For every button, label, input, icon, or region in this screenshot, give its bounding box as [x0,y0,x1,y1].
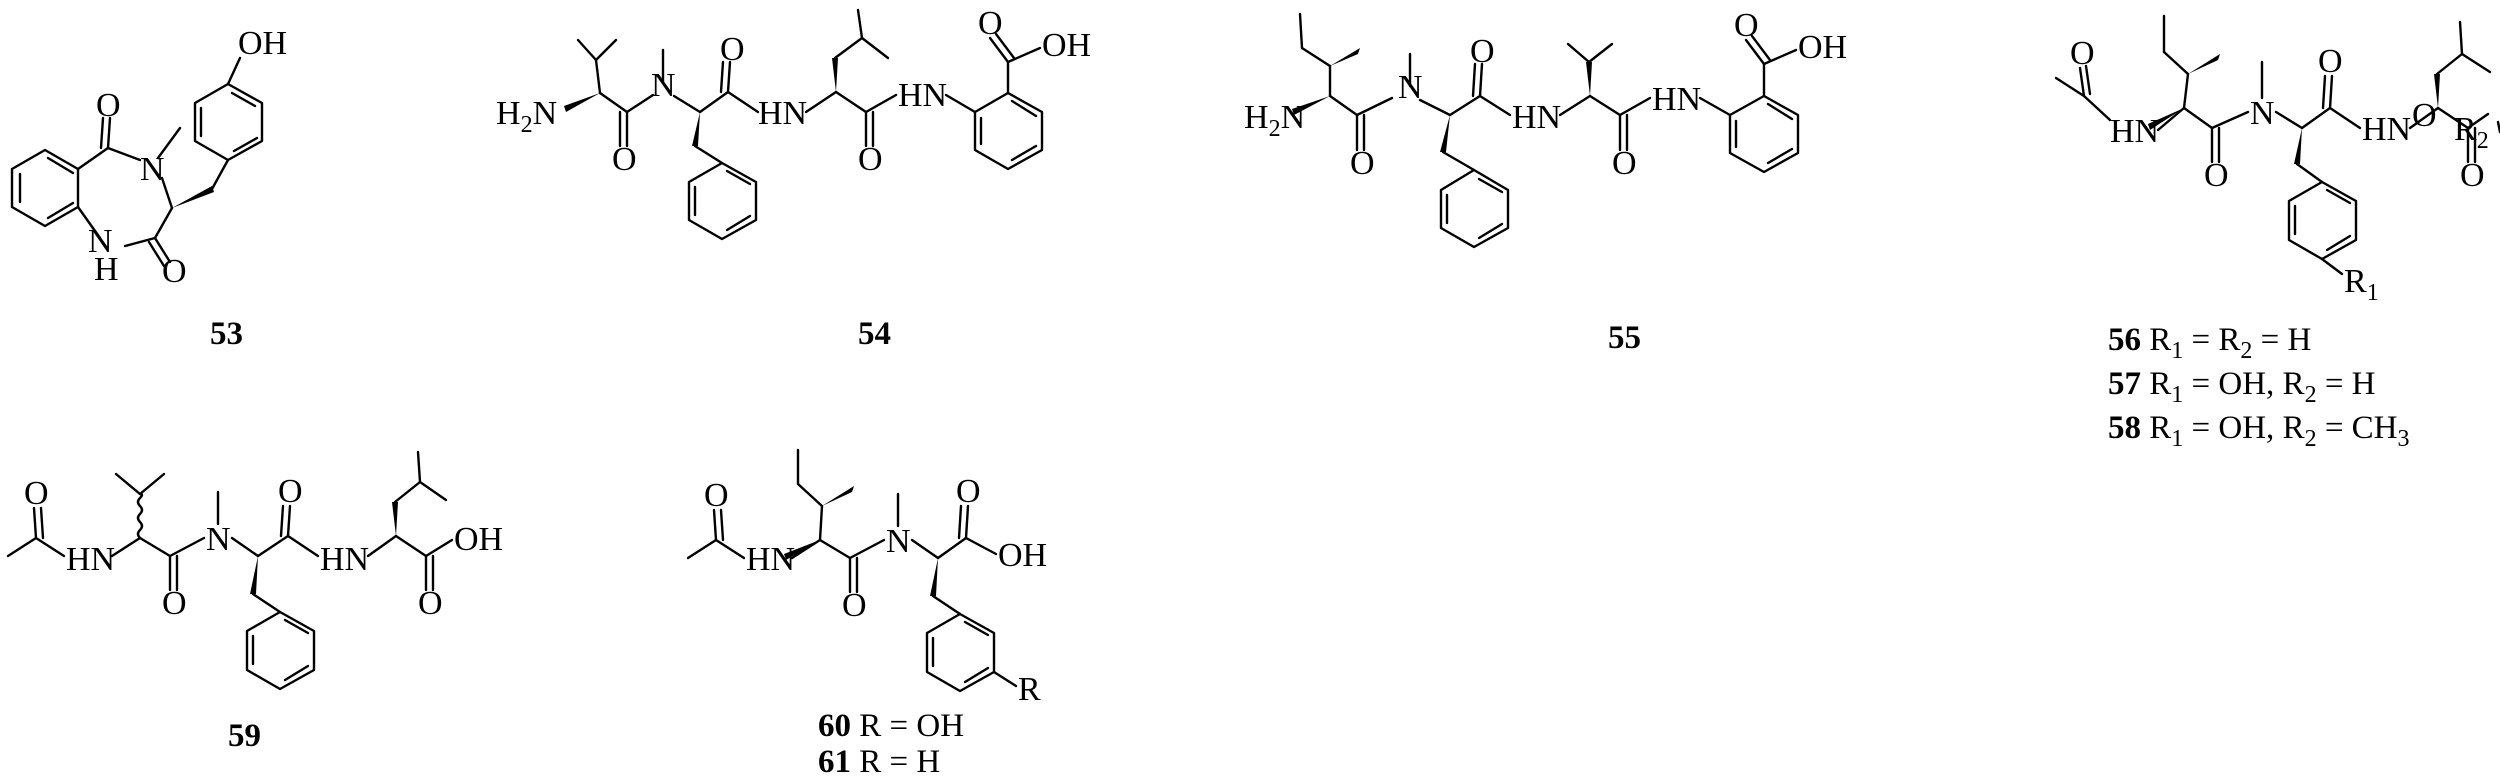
atom-label-o: O [2460,157,2485,194]
atom-label-o: O [720,31,745,68]
atom-label-o: O [1470,33,1495,70]
structure-53 [10,56,264,268]
atom-label-nh-h: H [94,251,119,288]
atom-label-o: O [162,585,187,622]
atom-label-o: O [1350,145,1375,182]
atom-label-o: O [704,477,729,514]
atom-label-oh: OH [238,25,287,62]
atom-label-hn: HN [66,541,115,578]
atom-label-n: N [1398,69,1423,106]
atom-label-hn: HN [1652,81,1701,118]
atom-label-o: O [2318,43,2343,80]
atom-label-o: O [612,141,637,178]
structure-60-61 [686,448,1018,693]
atom-label-oh: OH [1042,27,1091,64]
compound-label-55: 55 [1608,320,1641,356]
atom-label-oh: OH [998,537,1047,574]
structure-56-58 [2054,14,2500,276]
atom-label-o: O [1612,145,1637,182]
compound-caption-60: 60 R = OH [818,708,964,744]
compound-caption-58: 58 R1 = OH, R2 = CH3 [2108,410,2410,452]
atom-label-o: O [96,87,121,124]
atom-label-hn: HN [758,95,807,132]
atom-label-hn: HN [320,541,369,578]
compound-caption-56: 56 R1 = R2 = H [2108,322,2311,364]
atom-label-h2n: H2N [496,95,557,138]
atom-label-o: O [1734,7,1759,44]
atom-label-o-ester: O [2412,97,2437,134]
atom-label-h2n: H2N [1244,99,1305,142]
atom-label-n: N [651,67,676,104]
atom-label-o: O [2070,35,2095,72]
atom-label-n: N [886,523,911,560]
atom-label-oh: OH [454,521,503,558]
atom-label-hn: HN [2362,111,2411,148]
atom-label-o: O [842,587,867,624]
atom-label-o: O [956,473,981,510]
atom-label-hn: HN [2110,113,2159,150]
atom-label-o: O [24,475,49,512]
compound-label-54: 54 [858,316,891,352]
atom-label-o: O [278,473,303,510]
atom-label-o: O [418,585,443,622]
atom-label-o: O [2204,157,2229,194]
atom-label-n: N [140,151,165,188]
atom-label-n: N [2250,95,2275,132]
atom-label-hn: HN [746,541,795,578]
structure-59 [6,450,454,691]
atom-label-o: O [978,5,1003,42]
atom-label-r1: R1 [2344,263,2379,306]
atom-label-r2: R2 [2454,111,2489,154]
atom-label-o: O [162,253,187,290]
structure-54 [564,8,1044,241]
atom-label-hn: HN [898,77,947,114]
atom-label-nh: N [88,223,113,260]
atom-label-o: O [858,141,883,178]
compound-caption-61: 61 R = H [818,744,940,774]
compound-caption-57: 57 R1 = OH, R2 = H [2108,366,2376,408]
atom-label-r: R [1018,671,1041,708]
atom-label-hn: HN [1512,99,1561,136]
atom-label-oh: OH [1798,29,1847,66]
atom-label-n: N [206,521,231,558]
compound-label-53: 53 [210,316,243,352]
compound-label-59: 59 [228,718,261,754]
structure-55 [1292,12,1800,249]
